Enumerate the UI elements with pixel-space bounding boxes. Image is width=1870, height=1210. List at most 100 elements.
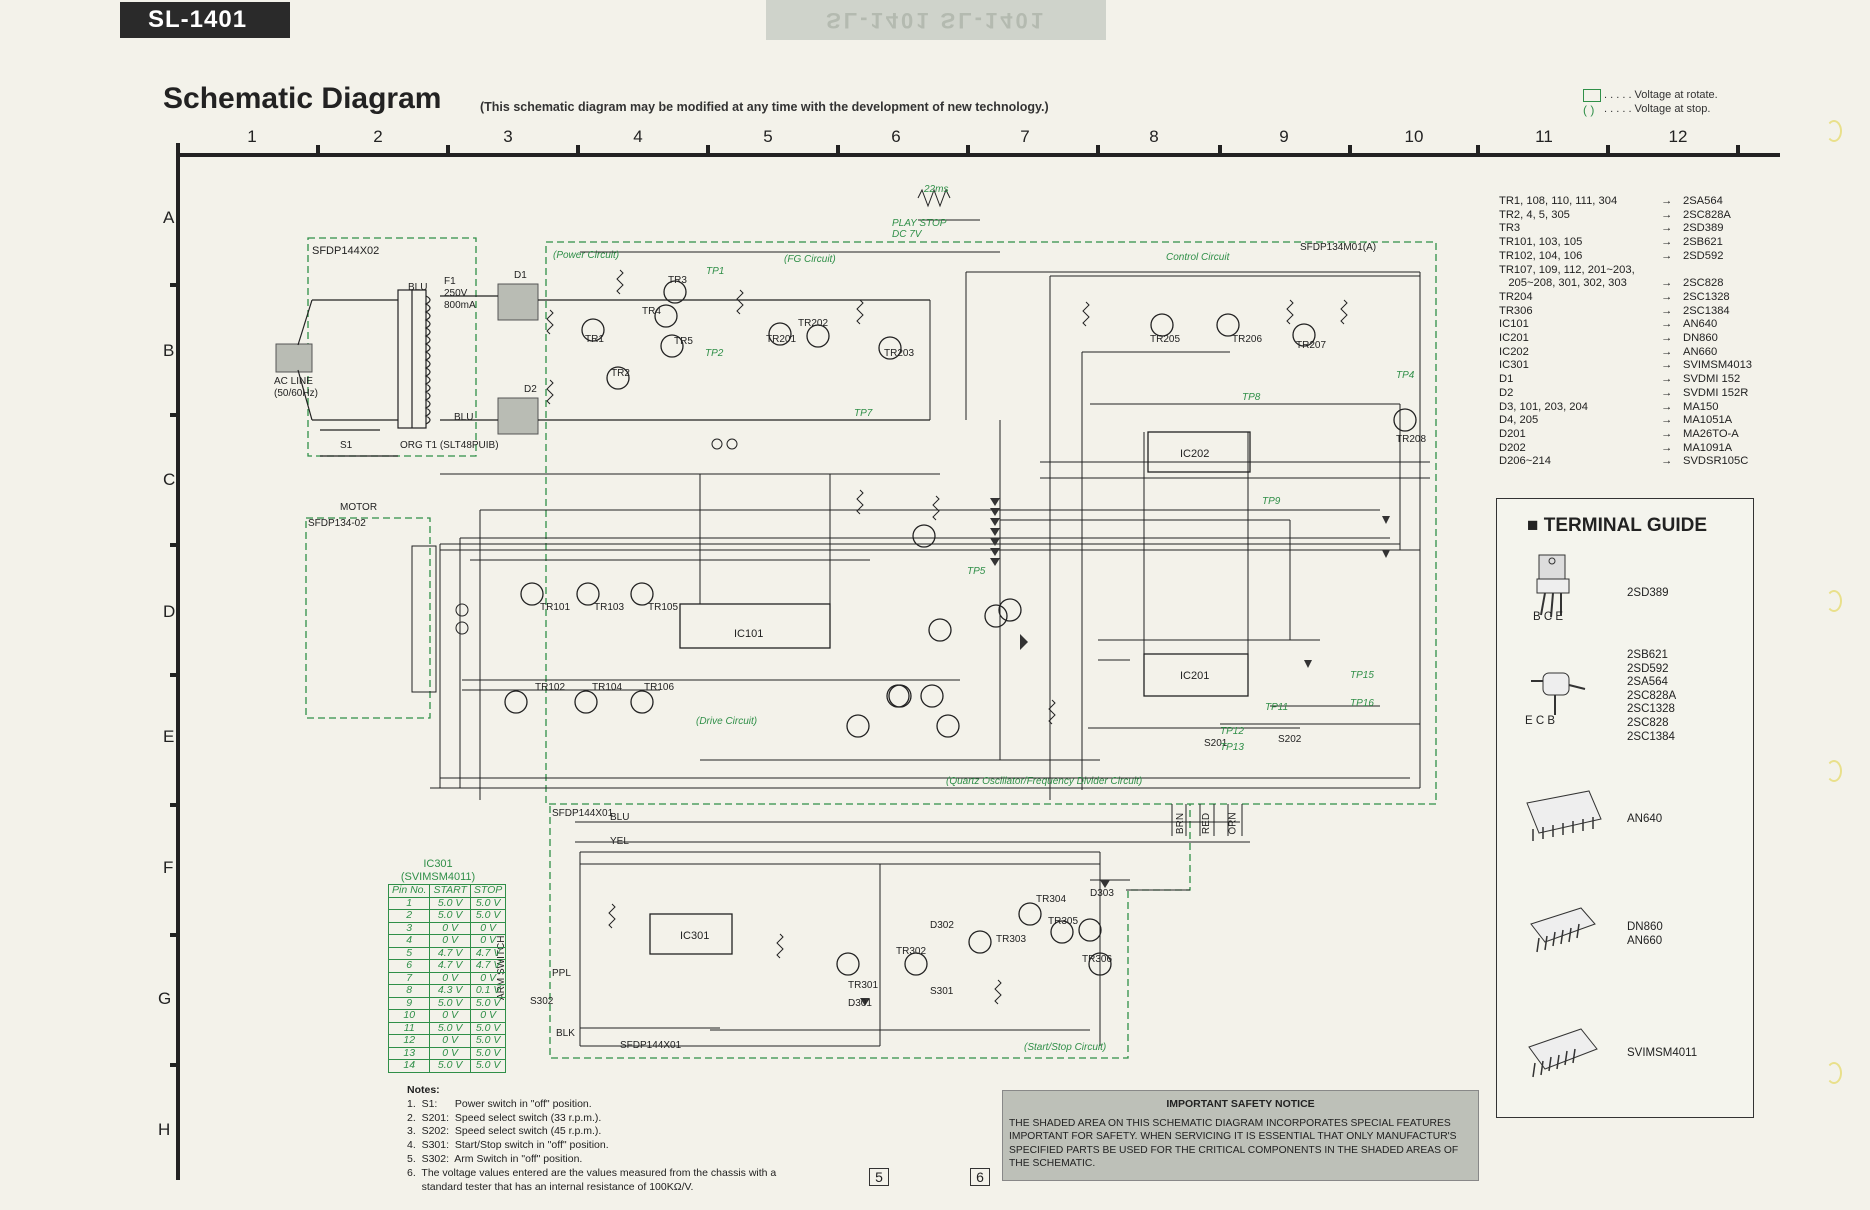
label-tr3: TR3 — [668, 275, 687, 286]
wire-ppl: PPL — [552, 968, 571, 979]
note-item: 2. S201: Speed select switch (33 r.p.m.)… — [407, 1111, 602, 1124]
part-list-row: D2→SVDMI 152R — [1499, 386, 1749, 399]
label-tr304: TR304 — [1036, 894, 1067, 905]
label-tp8: TP8 — [1242, 392, 1261, 403]
pkg5-label: SVIMSM4011 — [1627, 1047, 1698, 1059]
pkg3-label: AN640 — [1627, 813, 1663, 825]
label-tp5: TP5 — [967, 566, 986, 577]
label-tr305: TR305 — [1048, 916, 1079, 927]
label-s201: S201 — [1204, 738, 1228, 749]
label-tp2: TP2 — [705, 348, 724, 359]
label-tr103: TR103 — [594, 602, 625, 613]
label-tr207: TR207 — [1296, 340, 1327, 351]
model-badge: SL-1401 — [120, 2, 290, 38]
label-tr4: TR4 — [642, 306, 661, 317]
label-d301: D301 — [848, 998, 872, 1009]
wire-blu-motor: BLU — [610, 812, 630, 823]
safety-notice-title: IMPORTANT SAFETY NOTICE — [1166, 1098, 1315, 1110]
block-motor: MOTOR — [340, 502, 378, 513]
pkg4-label: DN860 AN660 — [1627, 921, 1663, 947]
grid-col-4: 4 — [633, 127, 643, 146]
wire-red: RED — [1201, 812, 1213, 835]
to92-package-icon — [1531, 672, 1586, 715]
note-item: 5. S302: Arm Switch in "off" position. — [407, 1152, 583, 1165]
label-tp12: TP12 — [1220, 726, 1244, 737]
part-list-row: TR3→2SD389 — [1499, 222, 1724, 235]
part-list-row: 205~208, 301, 302, 303→2SC828 — [1499, 277, 1724, 290]
grid-col-6: 6 — [891, 127, 901, 146]
wire-blk: BLK — [556, 1028, 575, 1039]
grid-row-a: A — [163, 208, 175, 227]
label-ic201: IC201 — [1180, 670, 1210, 682]
grid-col-5: 5 — [763, 127, 773, 146]
label-tp13: TP13 — [1220, 742, 1244, 753]
label-tp15: TP15 — [1350, 670, 1374, 681]
grid-col-1: 1 — [247, 127, 257, 146]
label-fuse: F1 250V 800mA — [444, 276, 476, 311]
label-tr5: TR5 — [674, 336, 693, 347]
label-play-stop: PLAY STOP DC 7V — [892, 218, 947, 240]
part-list-row: TR204→2SC1328 — [1499, 290, 1730, 303]
label-tr306: TR306 — [1082, 954, 1113, 965]
grid-col-3: 3 — [503, 127, 513, 146]
part-list-row: TR2, 4, 5, 305→2SC828A — [1499, 208, 1731, 221]
binder-ring-icon — [1826, 1062, 1842, 1084]
binder-ring-icon — [1826, 590, 1842, 612]
label-tp4: TP4 — [1396, 370, 1415, 381]
label-tr303: TR303 — [996, 934, 1027, 945]
voltage-rotate-swatch — [1583, 89, 1601, 102]
grid-col-12: 12 — [1668, 127, 1688, 146]
note-item: 1. S1: Power switch in "off" position. — [407, 1097, 592, 1110]
label-tr208: TR208 — [1396, 434, 1427, 445]
ic-dip14-icon — [1528, 1028, 1598, 1078]
label-ac-line: AC LINE (50/60Hz) — [274, 376, 318, 399]
ic-dip-icon — [1526, 790, 1602, 841]
label-tr201: TR201 — [766, 334, 797, 345]
label-tp1: TP1 — [706, 266, 725, 277]
label-ic301: IC301 — [680, 930, 710, 942]
label-tr2: TR2 — [611, 368, 630, 379]
grid-col-7: 7 — [1020, 127, 1030, 146]
wire-blu-bottom: BLU — [454, 412, 474, 423]
grid-col-9: 9 — [1279, 127, 1289, 146]
to220-package-icon — [1536, 554, 1570, 618]
grid-row-d: D — [163, 602, 176, 621]
terminal-guide-title: ■ TERMINAL GUIDE — [1527, 515, 1708, 536]
transistor-part-list: TR1, 108, 110, 111, 304→2SA564 TR2, 4, 5… — [1499, 195, 1752, 469]
label-ic202: IC202 — [1180, 448, 1210, 460]
label-d302: D302 — [930, 920, 954, 931]
note-item: 6. The voltage values entered are the va… — [407, 1166, 777, 1179]
label-tr205: TR205 — [1150, 334, 1181, 345]
page-title: Schematic Diagram — [163, 82, 442, 115]
binder-ring-icon — [1826, 120, 1842, 142]
part-list-row: TR306→2SC1384 — [1499, 304, 1730, 317]
part-list-row: TR107, 109, 112, 201~203, — [1499, 263, 1635, 276]
grid-col-8: 8 — [1149, 127, 1159, 146]
part-list-row: TR101, 103, 105→2SB621 — [1499, 236, 1723, 249]
label-tp7: TP7 — [854, 408, 873, 419]
note-item: 4. S301: Start/Stop switch in "off" posi… — [407, 1139, 609, 1152]
block-fg-circuit: (FG Circuit) — [784, 254, 836, 265]
label-s302: S302 — [530, 996, 554, 1007]
page-number-right: 6 — [970, 1168, 990, 1186]
ic301-table-title: IC301 (SVIMSM4011) — [400, 858, 476, 883]
safety-notice: IMPORTANT SAFETY NOTICE THE SHADED AREA … — [1002, 1090, 1479, 1181]
grid-row-c: C — [163, 470, 176, 489]
part-list-row: IC202→AN660 — [1499, 345, 1718, 358]
label-tr105: TR105 — [648, 602, 679, 613]
notes-heading: Notes: — [407, 1084, 440, 1096]
part-list-row: TR1, 108, 110, 111, 304→2SA564 — [1499, 195, 1723, 207]
grid-row-g: G — [158, 989, 172, 1008]
label-tr101: TR101 — [540, 602, 571, 613]
label-s202: S202 — [1278, 734, 1302, 745]
to92-pins: E C B — [1525, 715, 1556, 727]
grid-row-b: B — [163, 341, 175, 360]
pkg2-label: 2SB621 2SD592 2SA564 2SC828A 2SC1328 2SC… — [1627, 649, 1677, 743]
